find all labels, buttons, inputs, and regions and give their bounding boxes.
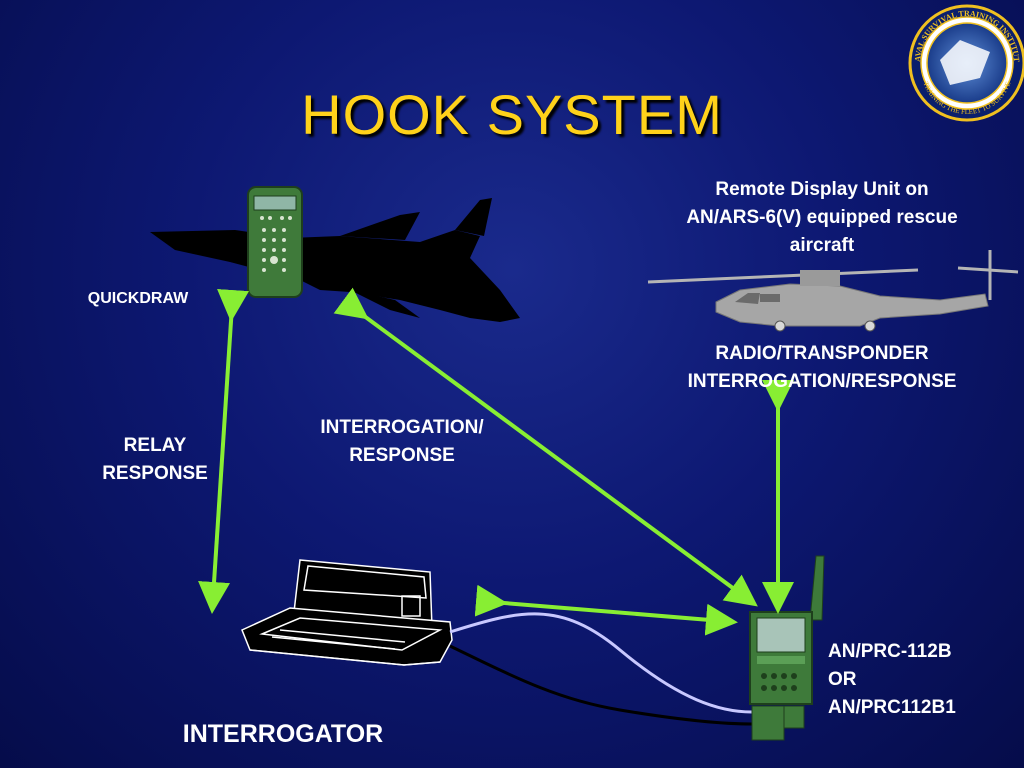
relay-line1: RELAY	[123, 435, 187, 456]
cable-dark	[449, 644, 753, 726]
rdu-caption-line1: Remote Display Unit on	[715, 179, 929, 200]
radio-model-line3: AN/PRC112B1	[828, 697, 956, 718]
interrogation-arrow	[333, 287, 758, 607]
quickdraw-label: QUICKDRAW	[87, 290, 189, 307]
radio-transponder-line2: INTERROGATION/RESPONSE	[687, 371, 957, 392]
rdu-caption: Remote Display Unit on AN/ARS-6(V) equip…	[650, 176, 994, 260]
interrogation-response-caption: INTERROGATION/ RESPONSE	[290, 414, 514, 470]
quickdraw-handheld-icon	[247, 186, 303, 298]
svg-text:NAVAL SURVIVAL TRAINING INSTIT: NAVAL SURVIVAL TRAINING INSTITUTE	[0, 0, 1021, 63]
survival-radio-icon	[749, 555, 825, 741]
relay-line2: RESPONSE	[102, 463, 208, 484]
rdu-caption-line3: aircraft	[789, 235, 855, 256]
cable-light	[449, 612, 753, 714]
ir-line2: RESPONSE	[349, 445, 455, 466]
radio-model-caption: AN/PRC-112B OR AN/PRC112B1	[828, 638, 998, 722]
radio-model-line2: OR	[828, 669, 857, 690]
arrows	[198, 287, 794, 636]
laptop-interrogator-icon	[241, 559, 453, 666]
seal-text-top: NAVAL SURVIVAL TRAINING INSTITUTE	[0, 0, 1021, 63]
relay-response-caption: RELAY RESPONSE	[80, 432, 230, 488]
radio-transponder-caption: RADIO/TRANSPONDER INTERROGATION/RESPONSE	[650, 340, 994, 396]
laptop-radio-arrow	[474, 584, 738, 636]
radio-transponder-line1: RADIO/TRANSPONDER	[715, 343, 929, 364]
rdu-caption-line2: AN/ARS-6(V) equipped rescue	[686, 207, 958, 228]
radio-model-line1: AN/PRC-112B	[828, 641, 952, 662]
interrogator-label: INTERROGATOR	[182, 720, 384, 748]
relay-arrow	[198, 288, 250, 614]
helicopter-icon	[647, 250, 1019, 332]
page-title: HOOK SYSTEM	[301, 83, 723, 146]
ir-line1: INTERROGATION/	[320, 417, 484, 438]
